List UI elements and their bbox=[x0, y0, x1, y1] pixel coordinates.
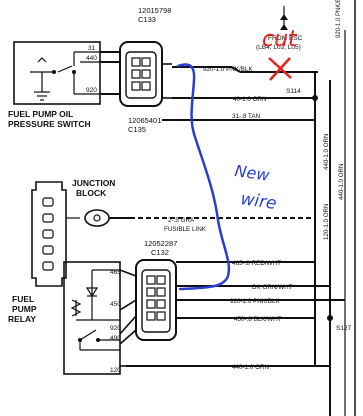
wire-dk-grn-wht-label: DK GRN/WHT bbox=[252, 284, 293, 291]
top-connector-part-number: 12015798 bbox=[138, 6, 171, 15]
fusible-link-label: FUSIBLE LINK bbox=[164, 226, 207, 233]
wire-120-orn-vertical-label: 120-1.0 ORN bbox=[323, 204, 330, 240]
mid-connector-id: C135 bbox=[128, 125, 146, 134]
from-esc-options: (LB4, L03, L05) bbox=[256, 44, 301, 51]
relay-label-line2: PUMP bbox=[12, 304, 37, 314]
wire-920-pnk-blk-top-label: 920-1.0 PNK/BLK bbox=[203, 66, 254, 73]
new-wire-path bbox=[176, 63, 231, 291]
new-wire-annotation-line2: wire bbox=[239, 189, 278, 214]
wire-40-orn-label: 40-1.0 ORN bbox=[233, 96, 267, 103]
relay-label-line1: FUEL bbox=[12, 294, 34, 304]
relay-pin-450: 450 bbox=[110, 301, 121, 308]
far-right-wire-label: 920-1.0 PNK/BLK bbox=[336, 0, 342, 38]
oil-switch-pin-920: 920 bbox=[86, 87, 97, 94]
wire-31-tan-label: 31-.8 TAN bbox=[232, 113, 261, 120]
junction-block-label-line2: BLOCK bbox=[76, 188, 107, 198]
relay-pin-465: 465 bbox=[110, 269, 121, 276]
cut-annotation: cut bbox=[262, 27, 298, 52]
relay-label-line3: RELAY bbox=[8, 314, 36, 324]
splice-s127 bbox=[327, 315, 333, 321]
wire-440-orn-vertical-lower-label: 440-1.0 ORN bbox=[338, 164, 345, 200]
cut-x-icon bbox=[268, 57, 292, 81]
oil-pressure-switch bbox=[13, 41, 101, 105]
relay-pin-120: 120 bbox=[110, 367, 121, 374]
relay-connector-part-number: 12052287 bbox=[144, 239, 177, 248]
relay-connector-id: C132 bbox=[151, 248, 169, 257]
relay-pin-920: 920 bbox=[110, 325, 121, 332]
connector-c132 bbox=[135, 259, 177, 341]
oil-switch-pin-31: 31 bbox=[88, 45, 96, 52]
mid-connector-part-number: 12065401 bbox=[128, 116, 161, 125]
oil-switch-label-line1: FUEL PUMP OIL bbox=[8, 109, 73, 119]
from-esc-arrow-icon bbox=[280, 6, 288, 30]
splice-s127-label: S127 bbox=[336, 325, 352, 332]
wire-440-orn-vertical-upper-label: 440-1.0 ORN bbox=[323, 134, 330, 170]
relay-pin-490: 490 bbox=[110, 335, 121, 342]
wire-465-red-wht-label: 465-.8 RED/WHT bbox=[232, 260, 281, 267]
wire-450-blk-wht-label: 450-.8 BLK/WHT bbox=[234, 316, 282, 323]
ring-terminal-icon bbox=[84, 209, 315, 227]
fuel-pump-relay bbox=[63, 261, 121, 375]
wire-2-gra-label: 2-.5 GRA bbox=[168, 217, 195, 224]
top-connector-id: C133 bbox=[138, 15, 156, 24]
junction-block bbox=[31, 181, 80, 287]
from-esc-label: FROM ESC bbox=[268, 35, 303, 42]
wire-440-orn-bottom-label: 440-1.0 ORN bbox=[232, 364, 270, 371]
oil-switch-pin-440: 440 bbox=[86, 55, 97, 62]
splice-s114-label: S114 bbox=[286, 88, 301, 95]
junction-block-label-line1: JUNCTION bbox=[72, 178, 115, 188]
oil-switch-label-line2: PRESSURE SWITCH bbox=[8, 119, 91, 129]
connector-c133-c135 bbox=[119, 41, 172, 107]
wire-920-pnk-blk-bottom-label: 920-1.0 PNK/BLK bbox=[230, 298, 281, 305]
new-wire-annotation-line1: New bbox=[233, 161, 271, 185]
